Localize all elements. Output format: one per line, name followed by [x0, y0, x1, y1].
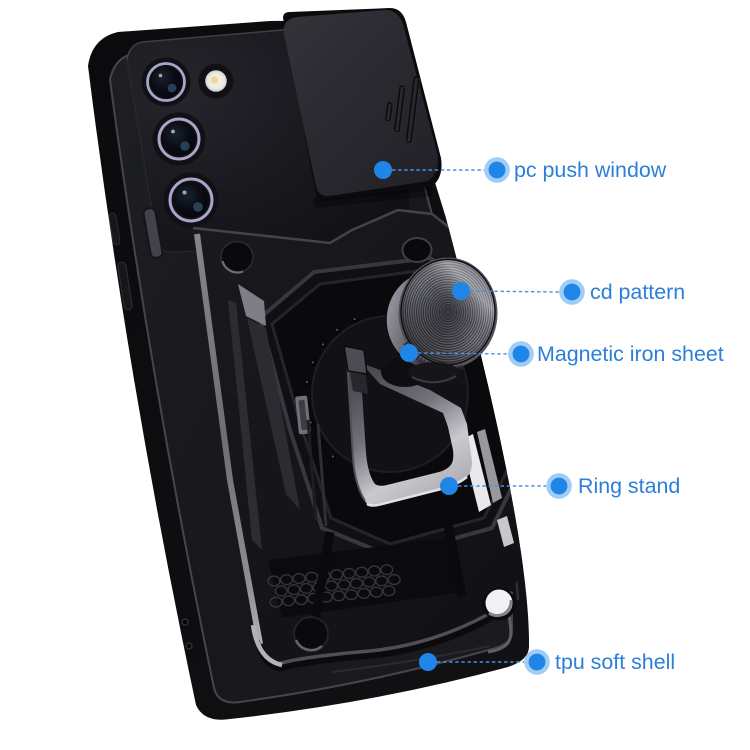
svg-text:pc push window: pc push window — [514, 158, 667, 182]
svg-text:tpu soft shell: tpu soft shell — [555, 650, 675, 674]
svg-text:cd pattern: cd pattern — [590, 280, 685, 304]
svg-text:Magnetic iron sheet: Magnetic iron sheet — [537, 342, 724, 366]
svg-text:Ring stand: Ring stand — [578, 474, 680, 498]
